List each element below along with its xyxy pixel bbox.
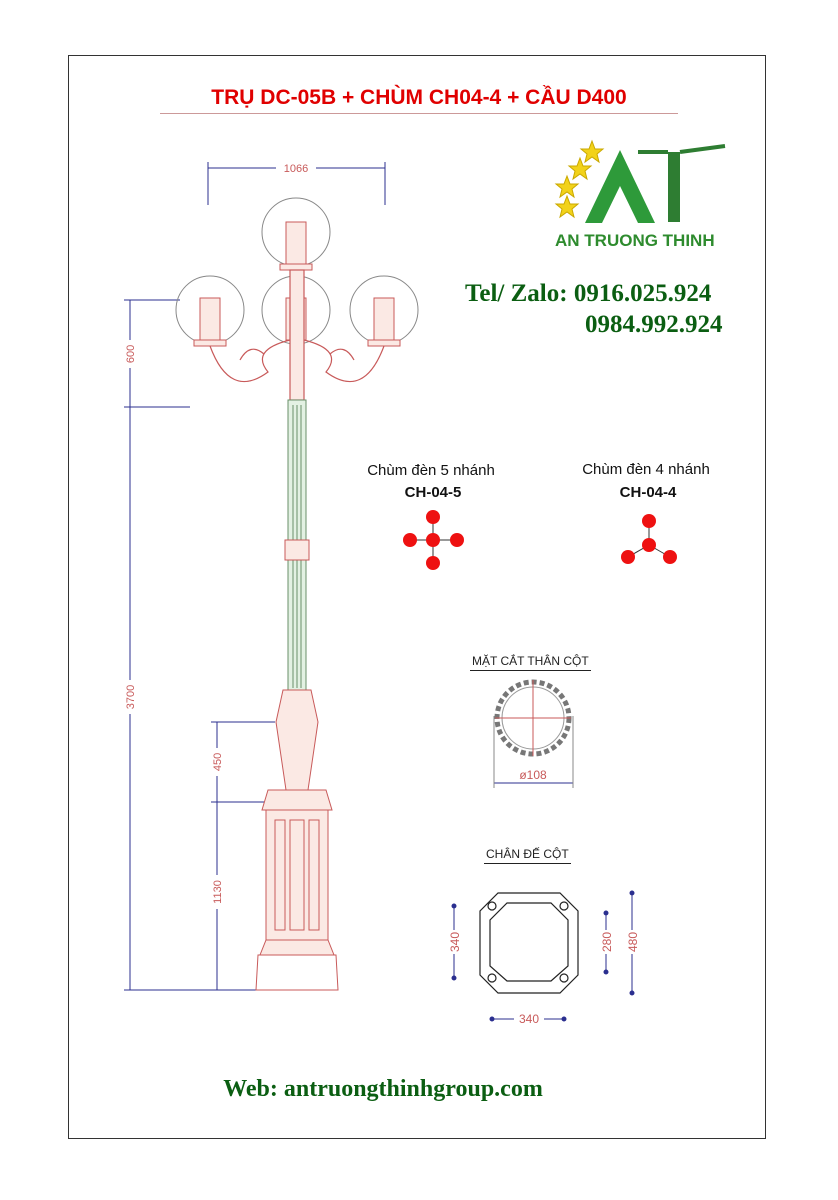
tel-second: 0984.992.924: [585, 311, 723, 338]
chum4-code: CH-04-4: [619, 484, 677, 501]
dim-collar-height: 450: [212, 753, 224, 771]
section-title: MẶT CẮT THÂN CỘT: [470, 654, 591, 671]
tel-zalo: Tel/ Zalo: 0916.025.924: [465, 280, 712, 307]
dim-shaft-height: 3700: [125, 685, 137, 709]
base-dim-outer: 480: [626, 932, 640, 952]
dim-width-top: 1066: [284, 163, 308, 175]
company-logo: [554, 139, 726, 223]
base-dim-inner: 280: [600, 932, 614, 952]
pole-base: [255, 539, 339, 991]
chum4-label: Chùm đèn 4 nhánh: [582, 461, 710, 478]
chandelier-arms: [209, 269, 385, 401]
section-diameter: ø108: [519, 768, 547, 782]
base-title: CHÂN ĐẾ CỘT: [484, 847, 571, 864]
dim-base-height: 1130: [212, 880, 224, 904]
chum5-label: Chùm đèn 5 nhánh: [367, 462, 495, 479]
website: Web: antruongthinhgroup.com: [223, 1076, 543, 1102]
drawing-frame: [68, 55, 766, 1139]
logo-text: AN TRUONG THINH: [555, 231, 715, 250]
star-icon: [554, 139, 605, 219]
base-dim-left: 340: [448, 932, 462, 952]
base-dim-bottom: 340: [519, 1012, 539, 1026]
dimension-lines: [124, 162, 386, 991]
page-title: TRỤ DC-05B + CHÙM CH04-4 + CẦU D400: [160, 86, 678, 114]
dim-head-height: 600: [125, 345, 137, 363]
lamp-bulbs: [193, 221, 401, 347]
chum5-code: CH-04-5: [404, 484, 462, 501]
